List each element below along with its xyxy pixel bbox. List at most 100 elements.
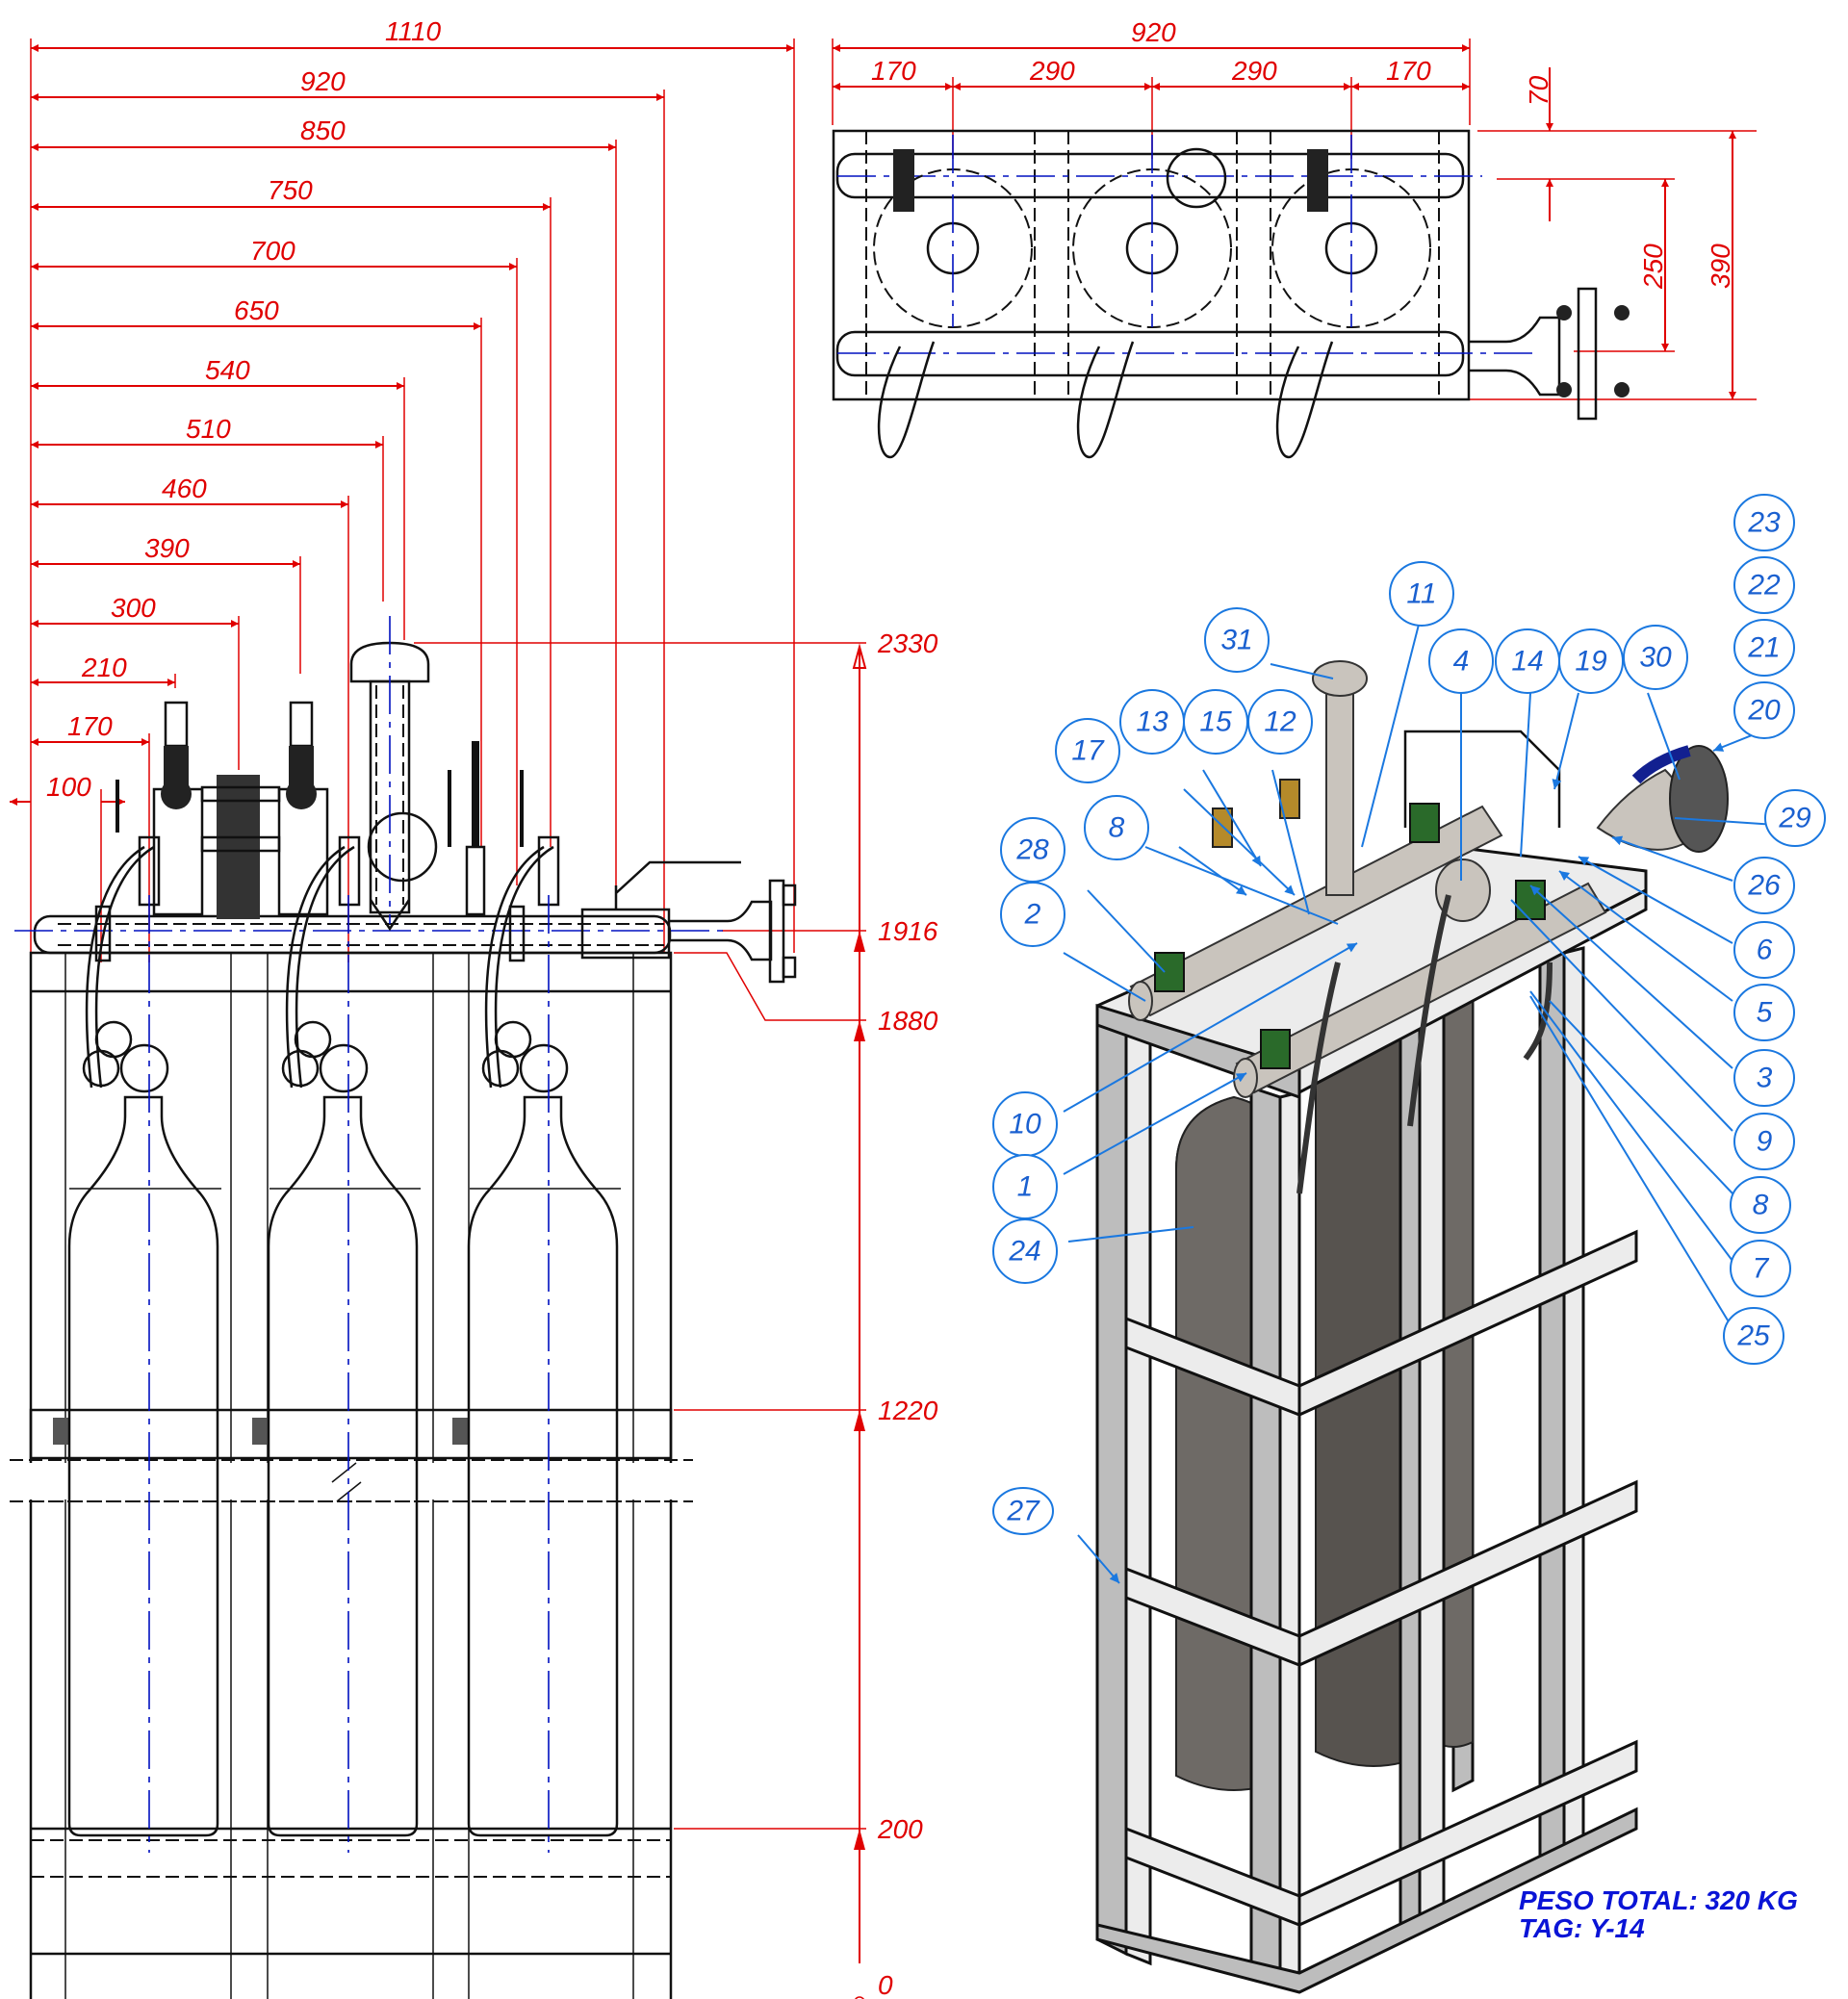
balloon-28: 28 [1000, 817, 1065, 883]
top-overall-width: 920 [1131, 17, 1176, 47]
level-1880: 1880 [878, 1006, 938, 1036]
dim-label: 750 [268, 175, 313, 205]
balloon-21: 21 [1733, 619, 1795, 677]
dim-label: 1110 [385, 16, 442, 46]
dim-850: 850 [31, 115, 617, 895]
iso-manifold [1128, 660, 1729, 1194]
dim-1110: 1110 [31, 16, 795, 953]
balloon-12: 12 [1247, 689, 1313, 755]
dim-label: 850 [300, 115, 346, 145]
svg-text:9: 9 [1757, 1126, 1773, 1158]
top-dim-70: 70 [1524, 75, 1553, 106]
svg-text:5: 5 [1757, 997, 1773, 1029]
level-2330: 2330 [877, 628, 938, 658]
dim-390: 390 [31, 533, 301, 674]
balloon-5: 5 [1733, 984, 1795, 1041]
front-vertical-dimensions: 2330 1916 1880 1220 200 0 [414, 628, 938, 1999]
dim-920: 920 [31, 66, 665, 953]
balloon-7: 7 [1730, 1240, 1791, 1297]
svg-text:24: 24 [1008, 1236, 1040, 1268]
level-1220: 1220 [878, 1396, 938, 1425]
balloon-3: 3 [1733, 1049, 1795, 1107]
flexible-hoses [85, 835, 560, 1089]
dim-540: 540 [31, 355, 405, 640]
balloon-6: 6 [1733, 921, 1795, 979]
top-dim-250: 250 [1638, 243, 1668, 290]
top-segment: 290 [1231, 56, 1277, 86]
balloon-1: 1 [992, 1154, 1058, 1219]
svg-text:20: 20 [1747, 695, 1781, 727]
svg-text:8: 8 [1753, 1190, 1769, 1221]
balloon-leaders [1063, 620, 1791, 1584]
top-segment: 170 [1386, 56, 1431, 86]
balloon-15: 15 [1183, 689, 1248, 755]
svg-text:13: 13 [1136, 706, 1168, 738]
balloon-31: 31 [1204, 607, 1270, 673]
balloon-4: 4 [1428, 628, 1494, 694]
balloon-23: 23 [1733, 494, 1795, 551]
top-dimensions: 920 170 290 290 170 70 250 390 [832, 17, 1757, 400]
svg-text:17: 17 [1071, 735, 1105, 767]
balloon-10: 10 [992, 1091, 1058, 1157]
svg-text:8: 8 [1109, 812, 1125, 844]
balloons: 31 13 15 12 17 8 28 2 10 1 24 27 11 4 14… [992, 494, 1826, 1535]
front-view: 1110 920 850 750 700 650 540 510 460 390… [0, 16, 938, 1999]
dim-650: 650 [31, 295, 482, 847]
vent-stack [349, 616, 438, 932]
dim-460: 460 [31, 474, 349, 962]
total-weight-note: PESO TOTAL: 320 KG [1519, 1885, 1798, 1915]
svg-text:23: 23 [1747, 507, 1781, 539]
cylinder-3 [467, 1020, 621, 1837]
balloon-24: 24 [992, 1218, 1058, 1284]
balloon-26: 26 [1733, 857, 1795, 914]
dim-label: 510 [186, 414, 231, 444]
level-1916: 1916 [878, 916, 938, 946]
dim-label: 300 [111, 593, 156, 623]
balloon-29: 29 [1764, 789, 1826, 847]
balloon-27: 27 [992, 1487, 1054, 1535]
top-segment: 290 [1029, 56, 1075, 86]
svg-text:4: 4 [1453, 646, 1470, 678]
balloon-11: 11 [1389, 561, 1454, 627]
isometric-view: 31 13 15 12 17 8 28 2 10 1 24 27 11 4 14… [992, 494, 1826, 1994]
level-200: 200 [877, 1814, 923, 1844]
svg-text:28: 28 [1015, 834, 1049, 866]
svg-text:12: 12 [1264, 706, 1296, 738]
dim-750: 750 [31, 175, 552, 847]
svg-text:1: 1 [1017, 1171, 1034, 1203]
dim-label: 920 [300, 66, 346, 96]
balloon-13: 13 [1119, 689, 1185, 755]
dim-label: 100 [46, 772, 91, 802]
svg-text:31: 31 [1220, 625, 1252, 656]
cylinder-1 [67, 1020, 221, 1837]
dim-700: 700 [31, 236, 518, 885]
svg-text:6: 6 [1757, 935, 1773, 966]
balloon-19: 19 [1558, 628, 1624, 694]
dim-label: 650 [234, 295, 279, 325]
drawing-notes: PESO TOTAL: 320 KG TAG: Y-14 [1519, 1886, 1798, 1942]
balloon-8-right: 8 [1730, 1176, 1791, 1234]
svg-text:30: 30 [1639, 642, 1672, 674]
svg-text:3: 3 [1757, 1063, 1773, 1094]
balloon-8: 8 [1084, 795, 1149, 860]
balloon-2: 2 [1000, 882, 1065, 947]
balloon-9: 9 [1733, 1113, 1795, 1170]
svg-text:22: 22 [1747, 570, 1781, 602]
dim-label: 390 [144, 533, 190, 563]
dim-210: 210 [31, 653, 176, 688]
balloon-25: 25 [1723, 1307, 1784, 1365]
front-horizontal-dimensions: 1110 920 850 750 700 650 540 510 460 390… [10, 16, 795, 962]
svg-text:19: 19 [1575, 646, 1607, 678]
balloon-14: 14 [1495, 628, 1560, 694]
svg-text:11: 11 [1406, 578, 1436, 610]
dim-100: 100 [10, 772, 125, 962]
balloon-17: 17 [1055, 718, 1120, 783]
svg-text:14: 14 [1511, 646, 1543, 678]
cylinder-2 [267, 1020, 421, 1837]
dim-label: 210 [81, 653, 127, 682]
balloon-22: 22 [1733, 556, 1795, 614]
dim-label: 170 [67, 711, 113, 741]
svg-text:10: 10 [1009, 1109, 1041, 1140]
svg-text:21: 21 [1747, 632, 1780, 664]
dim-label: 540 [205, 355, 250, 385]
